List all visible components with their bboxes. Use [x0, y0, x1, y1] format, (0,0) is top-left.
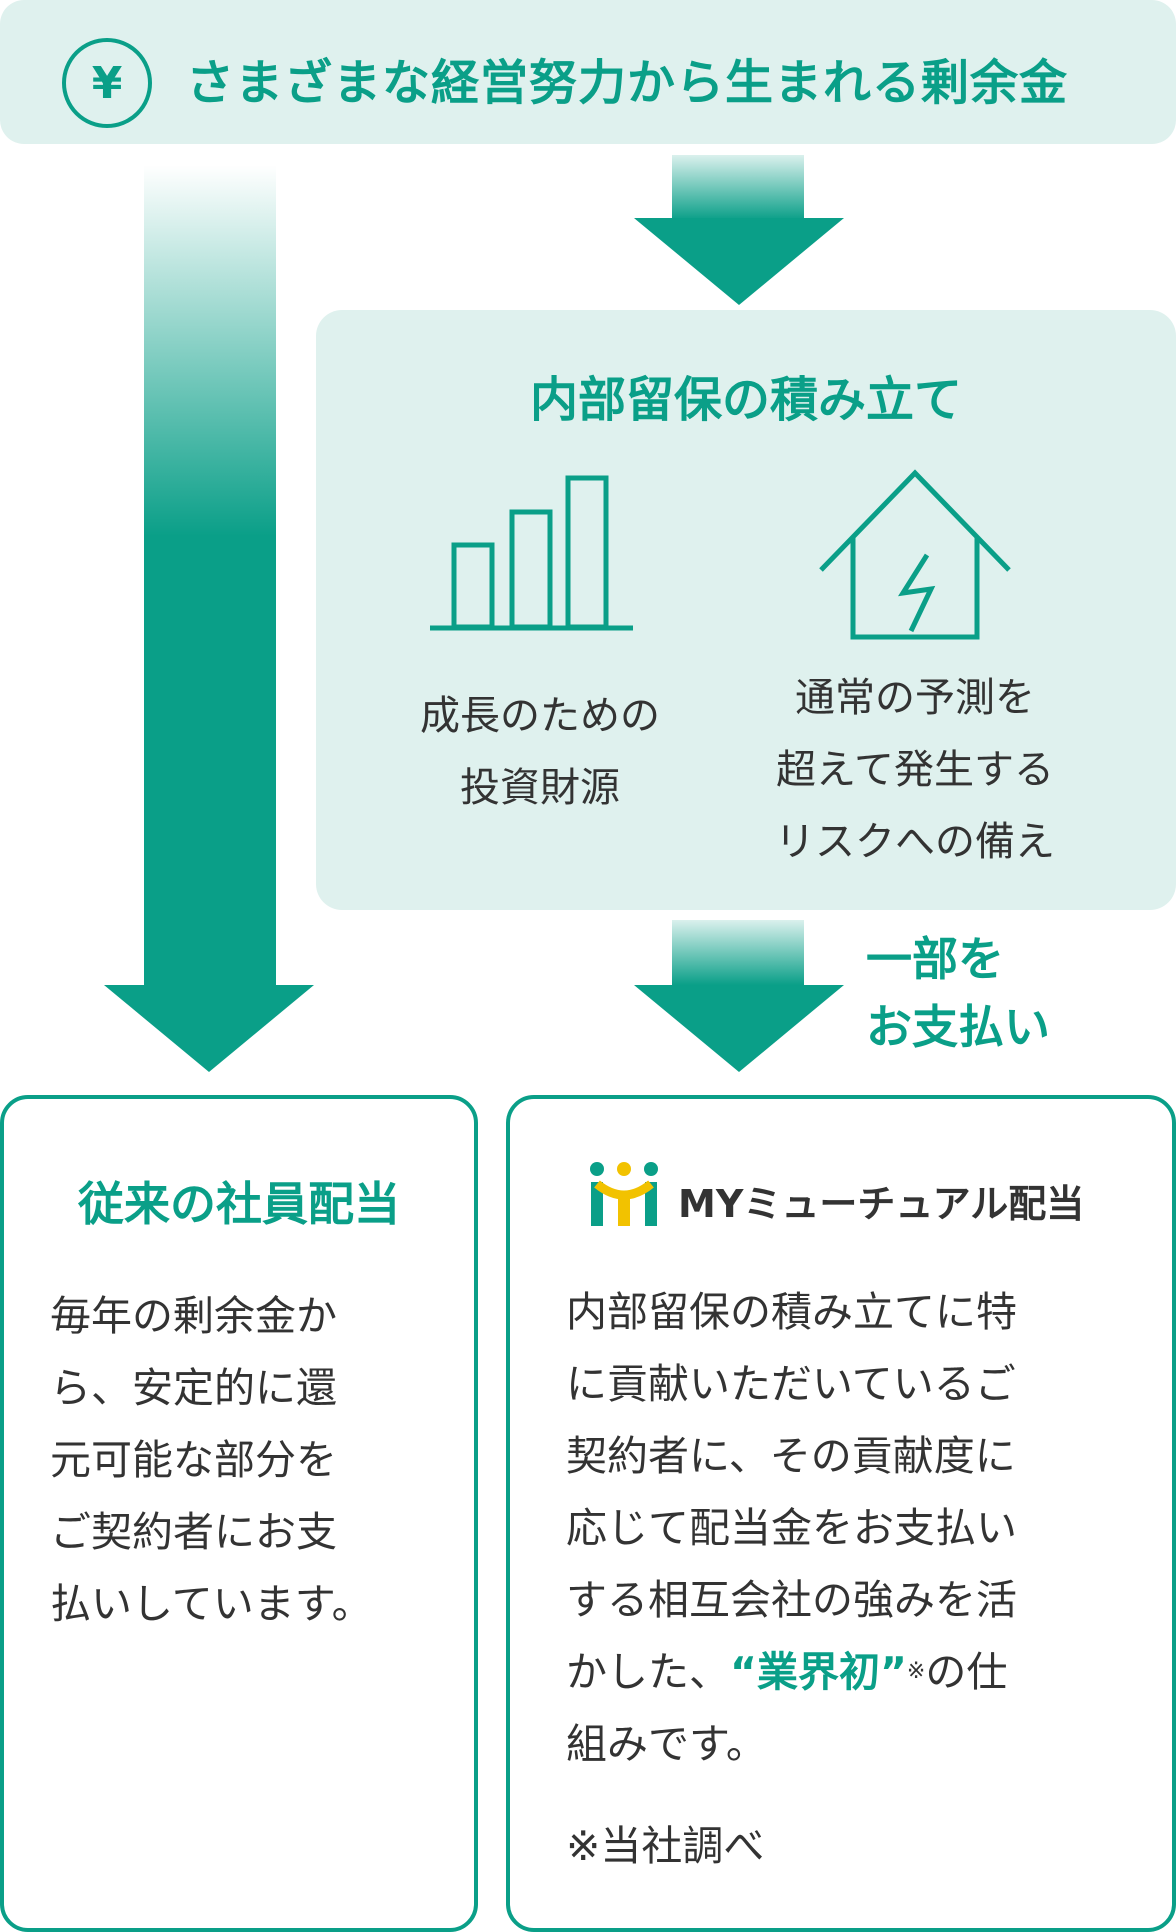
payout-label: 一部を お支払い	[866, 925, 1086, 1061]
traditional-dividend-box	[0, 1095, 478, 1932]
reserve-box	[316, 310, 1176, 910]
my-mutual-logo-text: MYミューチュアル配当	[678, 1182, 1085, 1226]
flow-arrows	[104, 155, 844, 1072]
payout-label-line-1: 一部を	[866, 932, 1004, 986]
traditional-line-2: ら、安定的に還	[50, 1364, 337, 1412]
my-mutual-line-2: に貢献いただいているご	[566, 1360, 1016, 1408]
my-mutual-line-7: 組みです。	[566, 1720, 767, 1768]
footnote-mark: ※	[906, 1659, 926, 1684]
traditional-line-3: 元可能な部分を	[50, 1436, 337, 1484]
footnote-text: ※当社調べ	[566, 1822, 765, 1870]
reserve-item-growth-line-1: 成長のための	[420, 693, 660, 739]
traditional-line-1: 毎年の剰余金か	[50, 1292, 337, 1340]
house-crack-icon	[819, 469, 1011, 640]
my-mutual-dividend-box	[506, 1095, 1176, 1932]
arrow-to-mutual	[634, 920, 844, 1072]
reserve-item-risk: 通常の予測を 超えて発生する リスクへの備え	[740, 662, 1090, 878]
my-mutual-line-5: する相互会社の強みを活	[566, 1576, 1017, 1624]
my-mutual-line-6: かした、“業界初”※の仕	[566, 1636, 1017, 1708]
my-mutual-line-1: 内部留保の積み立てに特	[566, 1288, 1017, 1336]
traditional-line-5: 払いしています。	[50, 1580, 373, 1628]
reserve-item-risk-line-3: リスクへの備え	[775, 819, 1055, 865]
my-mutual-line-6-post: の仕	[925, 1648, 1008, 1696]
reserve-item-risk-line-1: 通常の予測を	[795, 675, 1035, 721]
yen-icon: ¥	[62, 38, 152, 128]
my-mutual-line-6-pre: かした、	[566, 1648, 730, 1696]
reserve-title: 内部留保の積み立て	[529, 372, 962, 428]
traditional-dividend-text: 毎年の剰余金か ら、安定的に還 元可能な部分を ご契約者にお支 払いしています。	[50, 1280, 373, 1640]
header-banner	[0, 0, 1176, 144]
reserve-item-risk-line-2: 超えて発生する	[776, 747, 1054, 793]
arrow-left-long	[104, 165, 314, 1072]
yen-symbol: ¥	[91, 57, 123, 109]
arrow-to-reserve	[634, 155, 844, 305]
bar-chart-icon	[430, 475, 633, 631]
my-mutual-line-4: 応じて配当金をお支払い	[566, 1504, 1017, 1552]
my-mutual-logo-icon	[590, 1162, 658, 1226]
header-title: さまざまな経営努力から生まれる剰余金	[186, 55, 1069, 111]
my-mutual-line-3: 契約者に、その貢献度に	[566, 1432, 1016, 1480]
traditional-line-4: ご契約者にお支	[50, 1508, 337, 1556]
traditional-dividend-title: 従来の社員配当	[78, 1177, 400, 1231]
industry-first-emphasis: “業界初”	[730, 1648, 907, 1696]
payout-label-line-2: お支払い	[866, 1000, 1050, 1054]
my-mutual-dividend-text: 内部留保の積み立てに特 に貢献いただいているご 契約者に、その貢献度に 応じて配…	[566, 1276, 1017, 1780]
reserve-item-growth: 成長のための 投資財源	[375, 680, 705, 824]
reserve-item-growth-line-2: 投資財源	[460, 765, 620, 811]
